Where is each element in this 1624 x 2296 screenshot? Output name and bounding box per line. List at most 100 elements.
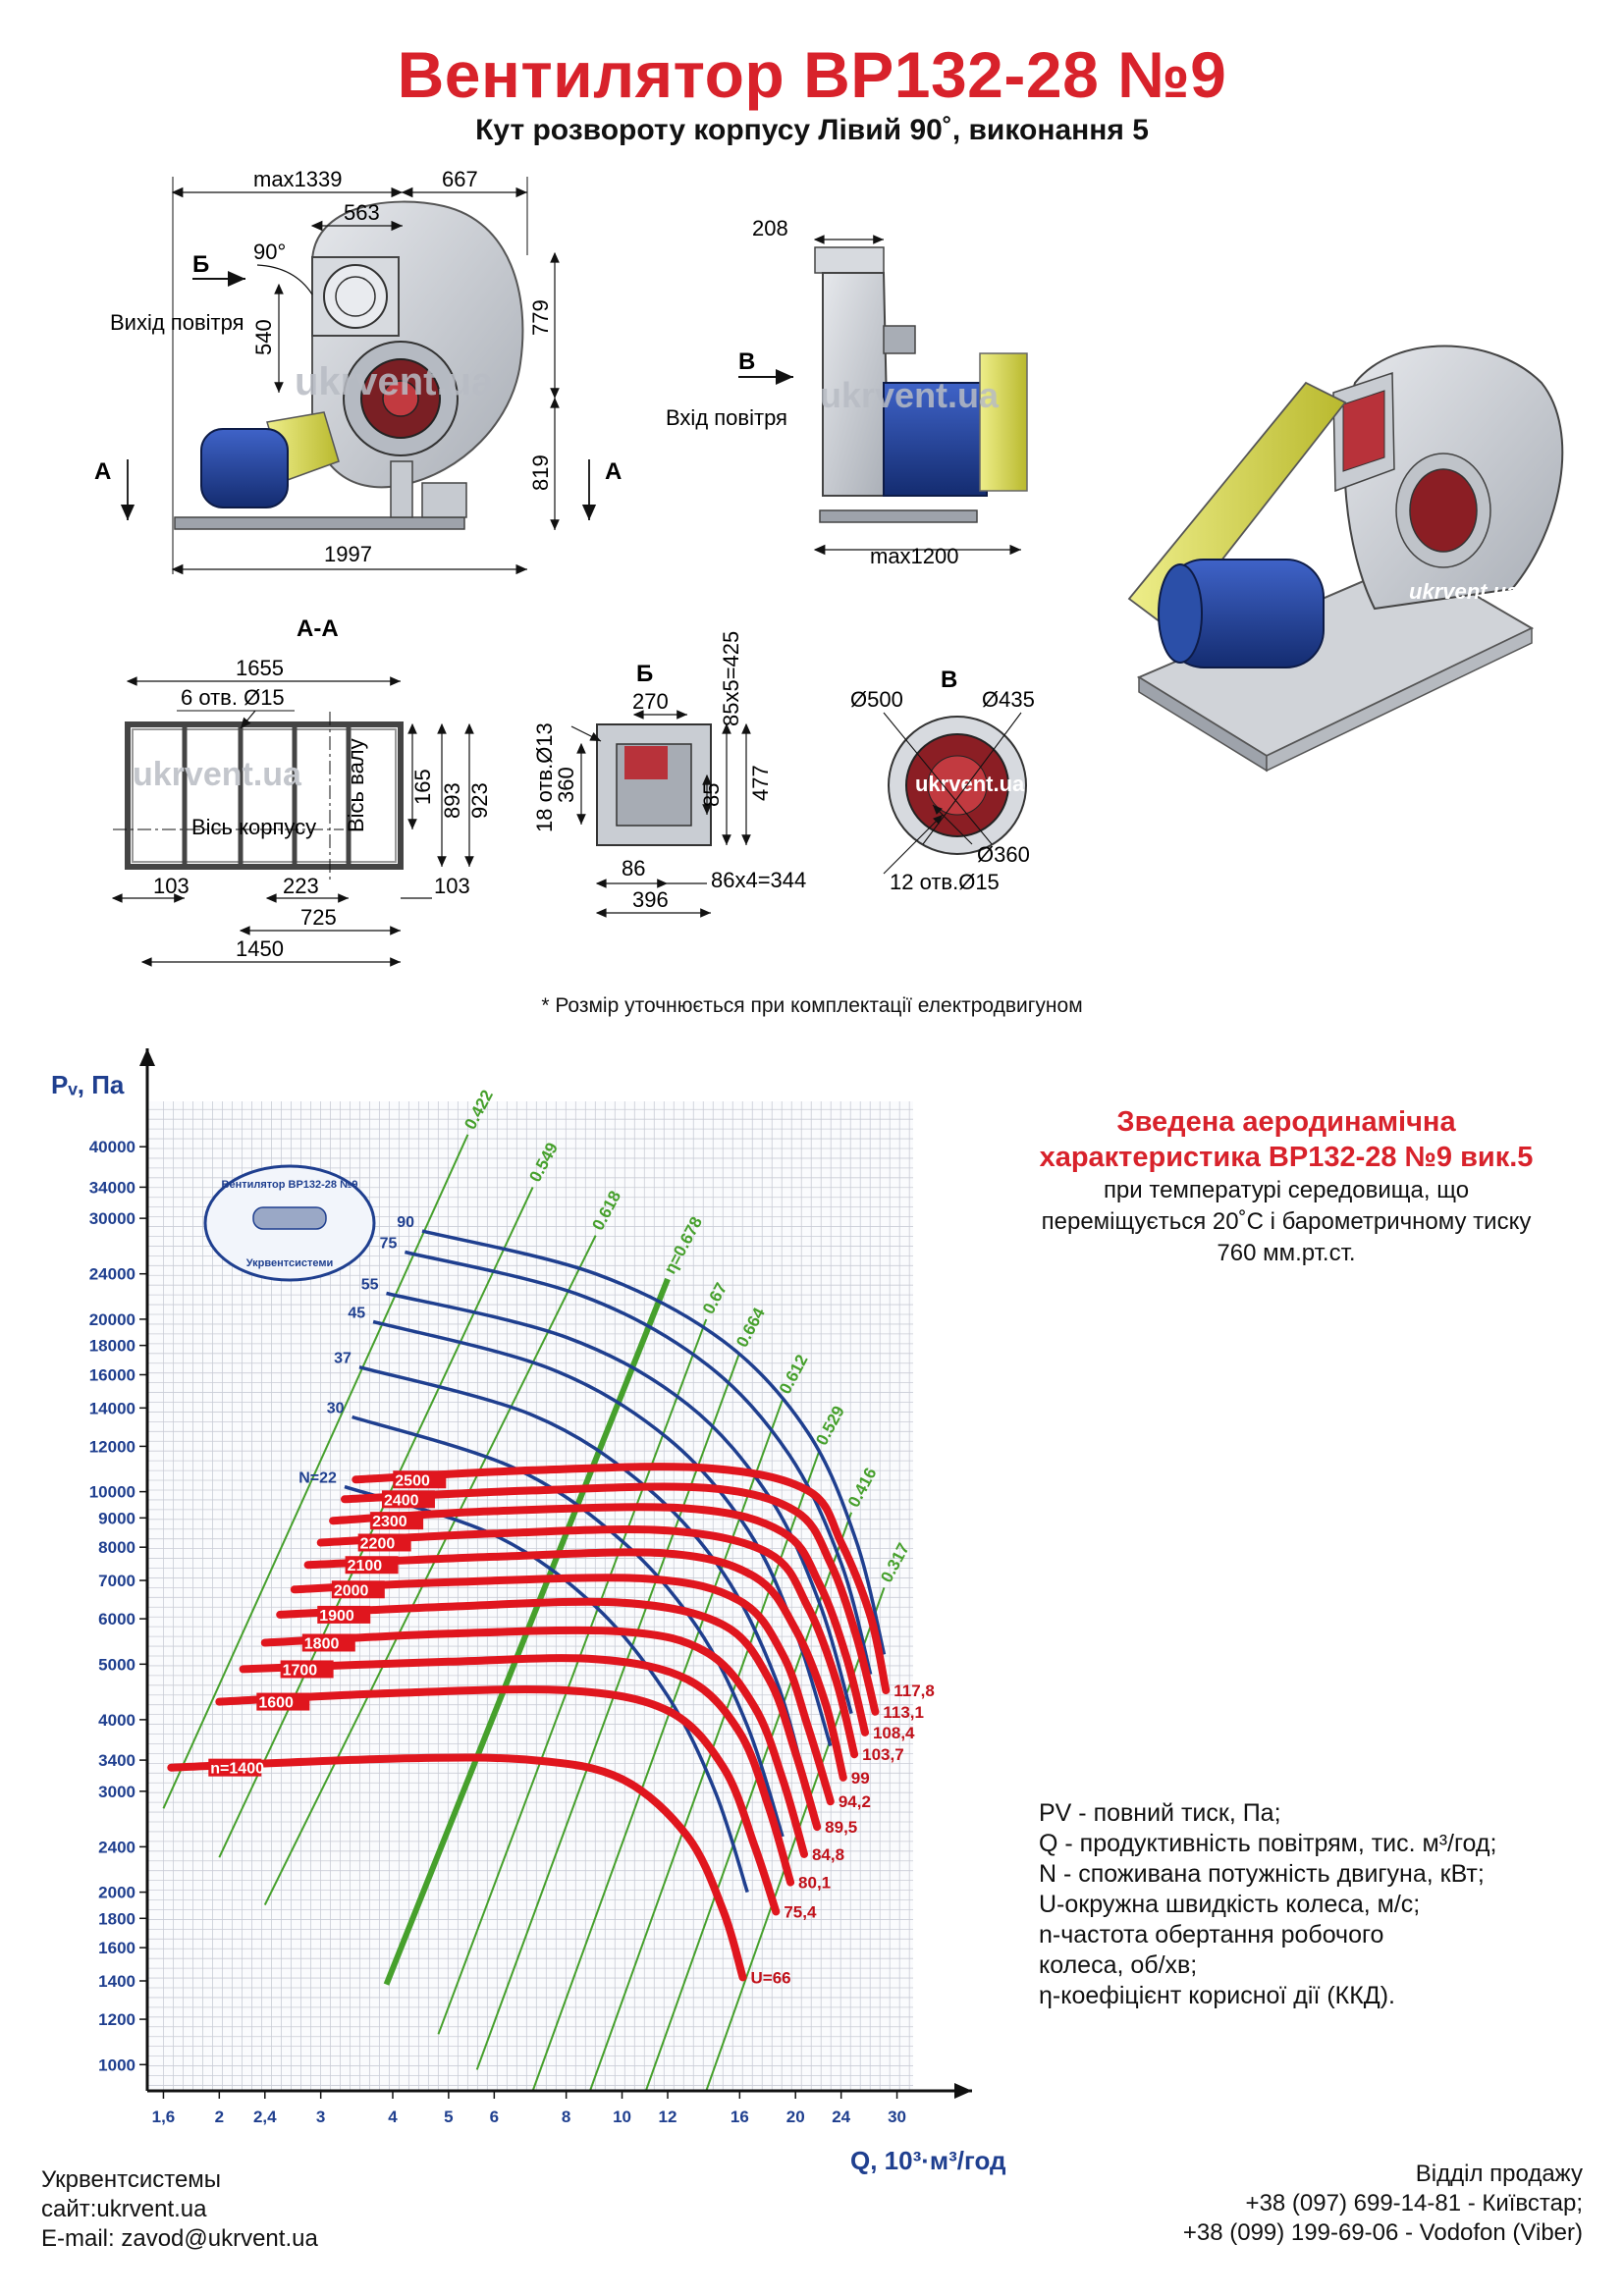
velocity-label: 75,4 (784, 1902, 817, 1921)
dim-667: 667 (442, 167, 478, 191)
d435: Ø435 (982, 687, 1035, 712)
dim-86x4: 86х4=344 (711, 868, 806, 892)
legend-item: η-коефіцієнт корисної дії (ККД). (1039, 1982, 1395, 2009)
pressure-curve (290, 1574, 835, 1806)
pressure-label-bg (280, 1660, 334, 1679)
dim-540: 540 (251, 319, 276, 355)
x-tick-label: 5 (444, 2108, 453, 2126)
legend-list: PV - повний тиск, Па; Q - продуктивність… (1039, 1798, 1496, 2011)
y-tick-label: 5000 (98, 1655, 135, 1674)
sales-phone-1[interactable]: +38 (097) 699-14-81 - Київстар; (1245, 2190, 1583, 2216)
y-tick-label: 18000 (89, 1337, 135, 1356)
pressure-label-bg (331, 1580, 385, 1599)
dim-360-b: 360 (554, 767, 578, 803)
label-air-inlet: Вхід повітря (666, 405, 787, 430)
view-v-title: В (941, 667, 957, 693)
y-tick-label: 40000 (89, 1138, 135, 1156)
sales-title: Відділ продажу (1415, 2161, 1583, 2187)
pressure-curve (303, 1548, 847, 1782)
pressure-curve-label: 2300 (372, 1514, 407, 1530)
velocity-label: 84,8 (812, 1845, 844, 1864)
company-name: Укрвентсистемы (41, 2166, 222, 2193)
x-tick-label: 12 (659, 2108, 677, 2126)
pressure-curve-label: 1700 (283, 1662, 318, 1679)
front-view: ukrvent.ua max1339 667 563 90° Б Вихід п… (94, 167, 622, 575)
pressure-label-bg (208, 1758, 262, 1777)
power-curve-label: N=22 (298, 1470, 337, 1487)
dim-max1200: max1200 (870, 544, 959, 568)
y-tick-label: 1800 (98, 1909, 135, 1928)
watermark-side: ukrvent.ua (820, 375, 1000, 415)
company-email[interactable]: E-mail: zavod@ukrvent.ua (41, 2225, 318, 2252)
pressure-label-bg (370, 1512, 424, 1530)
y-axis-arrow (139, 1048, 155, 1066)
chart-axes (139, 1048, 972, 2099)
pressure-curve-label: 2500 (395, 1472, 430, 1489)
pressure-curve (167, 1753, 747, 1982)
y-tick-label: 14000 (89, 1399, 135, 1417)
y-tick-label: 2400 (98, 1838, 135, 1856)
efficiency-line (475, 1352, 741, 2070)
x-tick-label: 10 (613, 2108, 631, 2126)
holes-v: 12 отв.Ø15 (890, 870, 1000, 894)
side-view: ukrvent.ua 208 В Вхід повітря max1200 (666, 216, 1028, 568)
dim-1655: 1655 (236, 656, 284, 680)
company-site[interactable]: сайт:ukrvent.ua (41, 2196, 207, 2222)
section-aa: А-А ukrvent.ua 1655 6 отв. Ø15 Вісь корп… (111, 615, 492, 967)
dim-1997: 1997 (324, 542, 372, 566)
legend-item: n-частота обертання робочого (1039, 1921, 1384, 1949)
pressure-curve (260, 1626, 808, 1858)
pressure-label-bg (317, 1605, 371, 1624)
dim-893: 893 (440, 782, 464, 819)
efficiency-line (162, 1134, 469, 1809)
y-tick-label: 3400 (98, 1751, 135, 1770)
watermark-aa: ukrvent.ua (133, 756, 302, 793)
footer-company: Укрвентсистемы сайт:ukrvent.ua E-mail: z… (41, 2165, 318, 2254)
x-tick-label: 4 (388, 2108, 398, 2126)
y-tick-label: 8000 (98, 1538, 135, 1557)
y-axis-label: Pᵥ, Па (51, 1070, 125, 1099)
dim-477: 477 (748, 765, 773, 801)
legend-sub-line2: переміщується 20˚С і барометричному тиск… (1041, 1208, 1532, 1235)
pressure-label-bg (256, 1692, 310, 1711)
isometric-view: ukrvent.ua (1127, 345, 1564, 773)
dim-86: 86 (622, 856, 645, 881)
velocity-label: U=66 (750, 1968, 790, 1987)
chart-stamp: Вентилятор ВР132-28 №9 Укрвентсистеми (203, 1164, 376, 1282)
watermark-v: ukrvent.ua (915, 772, 1025, 796)
dim-max1339: max1339 (253, 167, 343, 191)
aerodynamic-chart: 0.4220.5490.618η=0.6780.670.6640.6120.52… (51, 1048, 1006, 2175)
dim-85x5: 85х5=425 (719, 631, 743, 726)
pressure-label-bg (393, 1470, 447, 1489)
dim-165: 165 (410, 769, 435, 805)
label-air-outlet: Вихід повітря (110, 310, 244, 335)
dim-563: 563 (344, 200, 380, 225)
legend-title-line1: Зведена аеродинамічна (1116, 1106, 1456, 1138)
legend-item: PV - повний тиск, Па; (1039, 1799, 1281, 1827)
legend-title-line2: характеристика ВР132-28 №9 вик.5 (1039, 1142, 1534, 1173)
power-curve-label: 30 (327, 1401, 345, 1417)
y-tick-label: 20000 (89, 1310, 135, 1329)
pressure-curve-label: 1800 (304, 1635, 340, 1652)
sales-phone-2[interactable]: +38 (099) 199-69-06 - Vodofon (Viber) (1182, 2219, 1583, 2246)
power-curve-label: 75 (380, 1235, 398, 1252)
dim-270: 270 (632, 689, 669, 714)
velocity-label: 108,4 (873, 1724, 915, 1742)
power-curve-label: 55 (361, 1276, 379, 1293)
dim-779: 779 (528, 299, 553, 336)
pressure-curve-label: 2100 (348, 1558, 383, 1575)
y-tick-label: 24000 (89, 1265, 135, 1284)
y-tick-label: 1000 (98, 2056, 135, 2074)
pressure-curve (329, 1503, 869, 1736)
y-tick-label: 12000 (89, 1437, 135, 1456)
legend-title: Зведена аеродинамічна характеристика ВР1… (992, 1104, 1581, 1175)
legend-sub-line3: 760 мм.рт.ст. (1217, 1240, 1356, 1266)
page-subtitle: Кут розвороту корпусу Лівий 90˚, виконан… (475, 114, 1149, 146)
y-tick-label: 30000 (89, 1209, 135, 1228)
x-tick-label: 2 (215, 2108, 224, 2126)
y-tick-label: 6000 (98, 1610, 135, 1629)
dim-923: 923 (467, 782, 492, 819)
pressure-label-bg (357, 1533, 411, 1552)
